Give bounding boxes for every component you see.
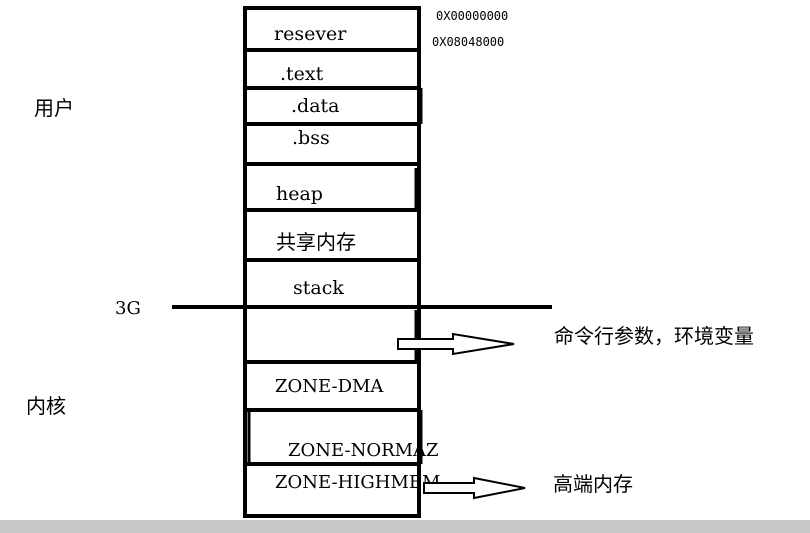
segment-zone-dma: ZONE-DMA — [275, 376, 384, 397]
segment-stack: stack — [293, 277, 344, 299]
address-top: 0X00000000 — [436, 9, 508, 23]
segment-bss: .bss — [292, 127, 330, 149]
arrow-high-memory — [423, 476, 526, 500]
segment-zone-highmem: ZONE-HIGHMEM — [275, 472, 440, 493]
segment-data: .data — [291, 95, 340, 117]
label-3g: 3G — [115, 298, 141, 319]
address-second: 0X08048000 — [432, 35, 504, 49]
label-user-space: 用户 — [34, 96, 74, 120]
segment-text: .text — [280, 63, 324, 85]
label-kernel-space: 内核 — [26, 394, 66, 418]
annotation-high-memory: 高端内存 — [553, 472, 633, 496]
arrow-args-env — [397, 332, 515, 356]
annotation-args-env: 命令行参数，环境变量 — [554, 324, 754, 348]
segment-reserved: resever — [274, 23, 347, 45]
segment-dividers — [245, 48, 419, 466]
segment-zone-normal: ZONE-NORMAZ — [288, 440, 439, 461]
segment-shared-memory: 共享内存 — [276, 230, 356, 254]
segment-heap: heap — [276, 183, 323, 205]
bottom-gray-bar — [0, 520, 810, 533]
segment-edge-accents — [247, 88, 423, 464]
